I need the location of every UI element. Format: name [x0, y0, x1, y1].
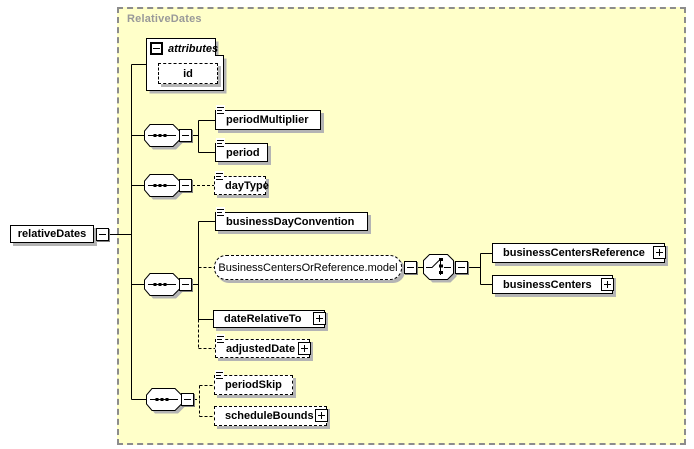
expand-icon[interactable] [313, 312, 326, 325]
sequence-icon[interactable] [144, 174, 183, 200]
simple-type-icon [216, 105, 225, 117]
expand-icon[interactable] [653, 246, 666, 259]
collapse-icon[interactable] [179, 129, 192, 142]
element-adjustedDate[interactable]: adjustedDate [215, 334, 311, 358]
sequence-icon[interactable] [144, 124, 183, 150]
element-dayType[interactable]: dayType [214, 171, 269, 195]
expand-icon[interactable] [601, 277, 614, 291]
collapse-icon[interactable] [96, 228, 109, 241]
collapse-icon[interactable] [455, 261, 468, 274]
element-label: businessDayConvention [226, 215, 355, 228]
element-businessCenters[interactable]: businessCenters [492, 275, 614, 294]
model-group-BusinessCentersOrReference[interactable]: BusinessCentersOrReference.model [214, 255, 402, 280]
attribute-id[interactable]: id [158, 63, 218, 84]
sequence-icon[interactable] [144, 273, 183, 299]
element-label: periodMultiplier [226, 114, 309, 126]
element-label: period [226, 146, 260, 159]
element-label: relativeDates [17, 228, 87, 240]
element-relativeDates[interactable]: relativeDates [10, 225, 94, 243]
element-label: adjustedDate [226, 342, 296, 355]
attributes-header: attributes [168, 43, 219, 55]
simple-type-icon [216, 138, 225, 150]
collapse-icon[interactable] [404, 261, 417, 274]
dashed-connectors [192, 185, 215, 417]
collapse-icon[interactable] [150, 42, 163, 55]
complex-type-title: RelativeDates [127, 13, 202, 25]
simple-type-icon [216, 334, 225, 346]
element-period[interactable]: period [215, 138, 268, 162]
element-label: dayType [225, 179, 269, 192]
element-label: periodSkip [225, 379, 282, 391]
choice-icon[interactable] [423, 254, 457, 283]
sequence-icon[interactable] [146, 388, 185, 414]
element-periodSkip[interactable]: periodSkip [214, 370, 293, 395]
collapse-icon[interactable] [179, 179, 192, 192]
expand-icon[interactable] [298, 341, 311, 355]
solid-connectors [93, 64, 492, 400]
expand-icon[interactable] [315, 409, 328, 422]
simple-type-icon [215, 171, 224, 183]
element-businessCentersReference[interactable]: businessCentersReference [492, 243, 666, 263]
attribute-label: id [183, 67, 193, 80]
simple-type-icon [215, 370, 224, 382]
element-scheduleBounds[interactable]: scheduleBounds [214, 406, 328, 426]
element-label: businessCentersReference [503, 247, 645, 259]
element-businessDayConvention[interactable]: businessDayConvention [215, 207, 368, 231]
collapse-icon[interactable] [181, 393, 194, 406]
element-periodMultiplier[interactable]: periodMultiplier [215, 105, 321, 130]
model-group-label: BusinessCentersOrReference.model [218, 261, 398, 274]
collapse-icon[interactable] [179, 278, 192, 291]
element-label: businessCenters [503, 278, 592, 291]
element-label: scheduleBounds [225, 410, 314, 422]
simple-type-icon [216, 207, 225, 219]
element-dateRelativeTo[interactable]: dateRelativeTo [213, 310, 326, 328]
element-label: dateRelativeTo [224, 313, 302, 325]
